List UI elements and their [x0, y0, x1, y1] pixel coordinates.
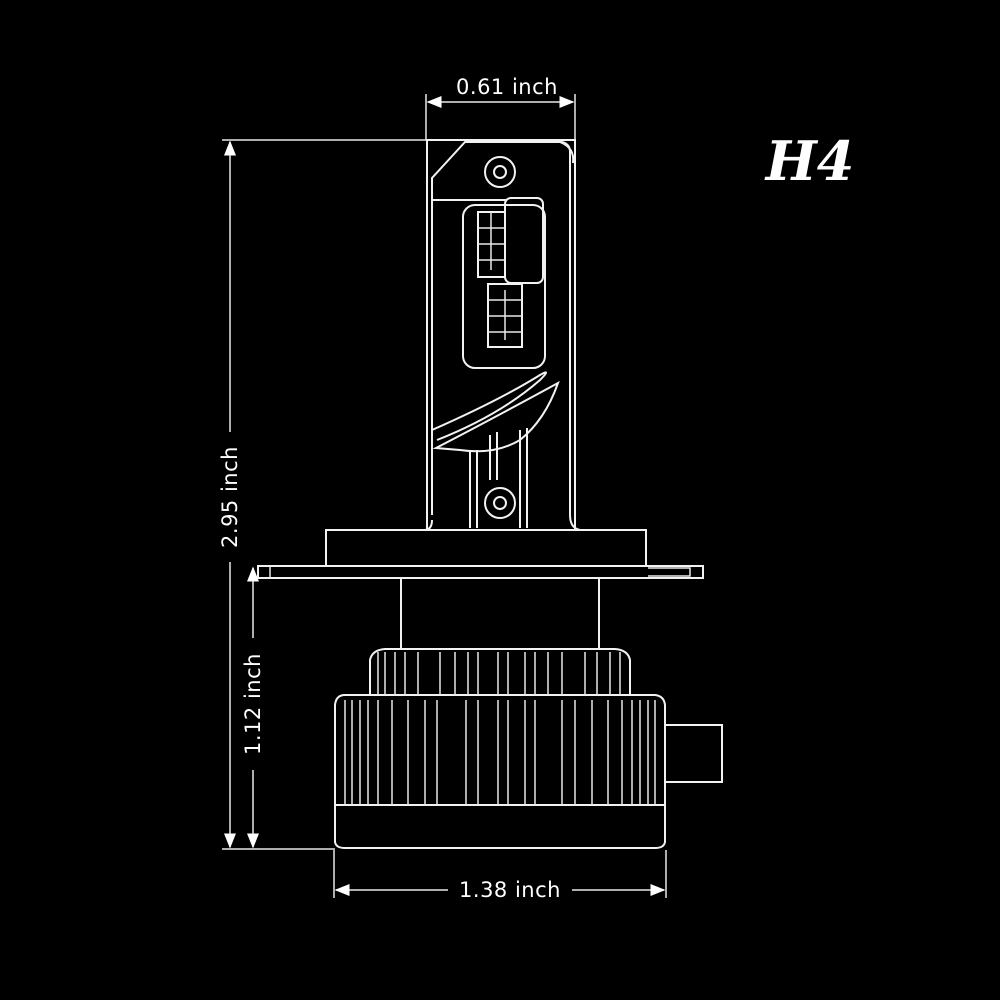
total-height-label: 2.95 inch — [218, 446, 242, 548]
connector — [664, 724, 723, 783]
base-height-label: 1.12 inch — [241, 653, 265, 755]
mounting-flange — [257, 529, 704, 650]
base-width-label: 1.38 inch — [459, 878, 561, 902]
heat-sink — [334, 648, 723, 849]
model-label: H4 — [764, 129, 855, 193]
screw-icon — [484, 487, 516, 519]
dimension-total-height: 2.95 inch — [218, 139, 430, 850]
head-width-label: 0.61 inch — [456, 75, 558, 99]
dimension-base-width: 1.38 inch — [333, 850, 667, 902]
dimension-base-height: 1.12 inch — [241, 566, 265, 849]
led-head — [423, 139, 581, 531]
screw-icon — [484, 156, 516, 188]
dimension-head-width: 0.61 inch — [425, 75, 576, 140]
